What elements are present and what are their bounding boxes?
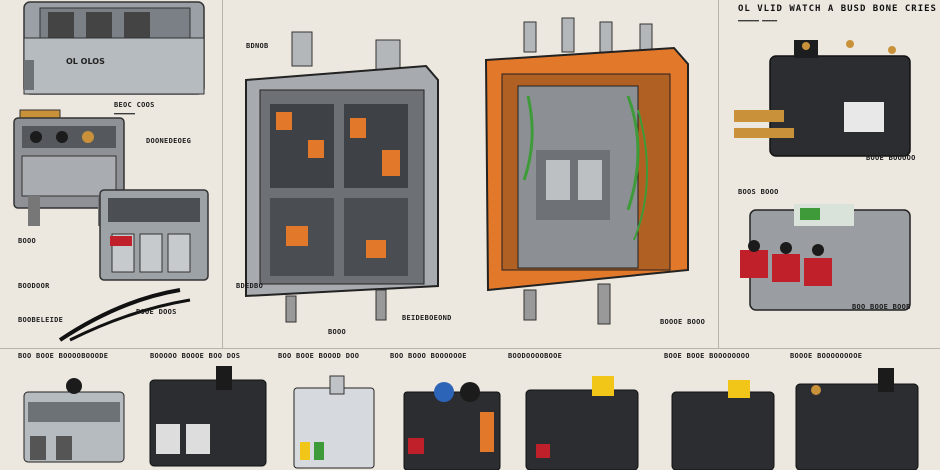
breaker-illustration <box>740 204 911 311</box>
caption: BOOO <box>328 328 347 336</box>
caption: BOOE BOOOOO <box>866 154 916 162</box>
junction-box-illustration <box>245 31 439 323</box>
caption: BOOE DOOS <box>136 308 177 316</box>
contactor-illustration: OL OLOS <box>13 1 209 342</box>
bottom-title: BOOE BOOE BOOOOOOOO <box>664 352 750 360</box>
caption: BOOO <box>18 237 37 245</box>
heading-subtext: ▬▬▬▬▬▬▬ ▬▬▬▬▬ <box>738 18 778 24</box>
bottom-title: BOODOOOOBOOE <box>508 352 563 360</box>
bottom-device-6 <box>671 380 775 470</box>
caption: BOODOOR <box>18 282 50 290</box>
bottom-title: BOO BOOE BOOOOBOOODE <box>18 352 109 360</box>
bottom-device-3 <box>293 375 375 469</box>
bottom-device-2 <box>149 366 267 467</box>
caption-subtext: ▬▬▬▬▬▬▬ <box>114 111 136 117</box>
bottom-title: BOOOOO BOOOE BOO DOS <box>150 352 241 360</box>
caption: BEIDEBOEOND <box>402 314 452 322</box>
breaker-enclosure-illustration <box>484 17 689 325</box>
bottom-device-7 <box>795 368 919 470</box>
caption: BOOS BOOO <box>738 188 779 196</box>
caption: BOO BOOE BOOB <box>852 303 911 311</box>
divider-vertical <box>718 0 719 348</box>
bottom-device-5 <box>525 376 639 470</box>
caption: BOOBELEIDE <box>18 316 64 324</box>
divider-horizontal <box>0 348 940 349</box>
bottom-device-4 <box>403 382 501 470</box>
caption: BDEDBO <box>236 282 264 290</box>
bottom-device-1 <box>23 378 125 463</box>
caption: BDNOB <box>246 42 269 50</box>
divider-vertical <box>222 0 223 348</box>
top-right-heading: OL VLID WATCH A BUSD BONE CRIES <box>738 4 937 14</box>
bottom-title: BOO BOOE BOOOD DOO <box>278 352 360 360</box>
caption: DOONEDEOEG <box>146 137 192 145</box>
caption: BOOOE BOOO <box>660 318 706 326</box>
bottom-title: BOOOE BOOOOOOOOE <box>790 352 863 360</box>
component-label: OL OLOS <box>66 57 105 66</box>
relay-illustration <box>734 40 911 157</box>
bottom-title: BOO BOOO BOOOOOOE <box>390 352 467 360</box>
caption: BEOC COOS <box>114 101 155 109</box>
